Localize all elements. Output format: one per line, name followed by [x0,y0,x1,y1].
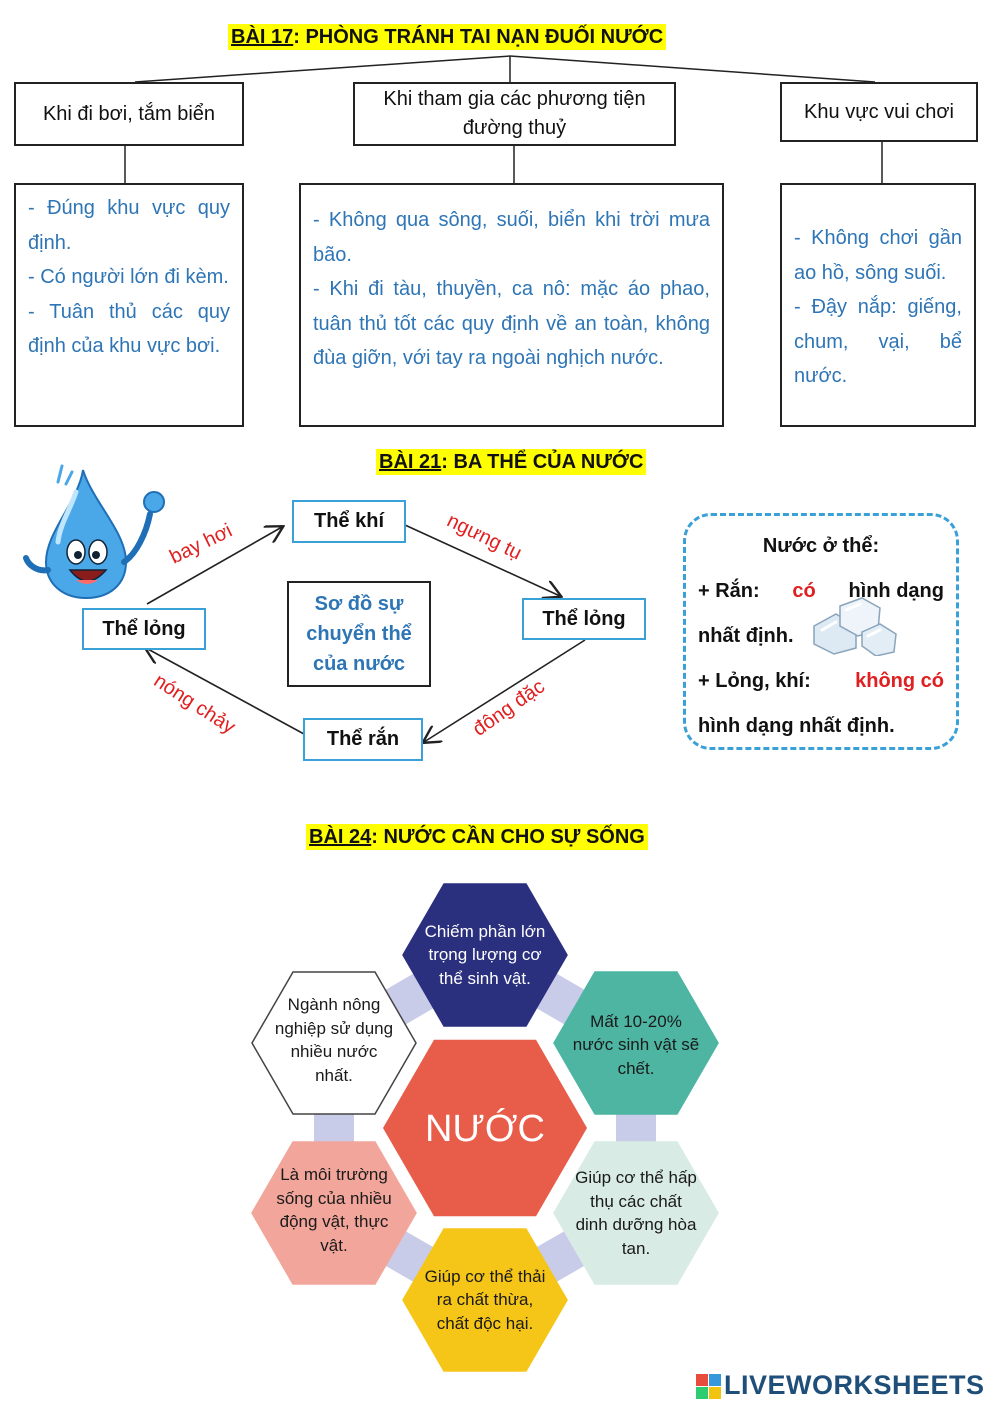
hexagon-text-4: Giúp cơ thể thải ra chất thừa, chất độc … [424,1266,546,1333]
details-play-area: - Không chơi gần ao hồ, sông suối. - Đậy… [780,183,976,427]
state-gas: Thể khí [292,500,406,543]
note-liquid-line2: hình dạng nhất định. [698,715,895,737]
water-hexagon-diagram: NƯỚC [251,883,719,1372]
hexagon-text-5: Là môi trường sống của nhiều động vật, t… [276,1165,392,1255]
hexagon-3 [553,1141,719,1285]
diagram-caption: Sơ đồ sự chuyển thể của nước [287,581,431,687]
liveworksheets-logo-icon [696,1374,721,1399]
note-liquid-line: + Lỏng, khí: không có [698,670,944,692]
category-play-area: Khu vực vui chơi [780,82,978,142]
lesson17-title: BÀI 17: PHÒNG TRÁNH TAI NẠN ĐUỐI NƯỚC [228,24,667,50]
hexagon-6 [251,971,417,1115]
lesson21-title: BÀI 21: BA THỂ CỦA NƯỚC [376,449,647,475]
lesson24-title: BÀI 24: NƯỚC CẦN CHO SỰ SỐNG [306,824,648,850]
state-liquid-left: Thể lỏng [82,608,206,650]
note-heading: Nước ở thể: [762,535,880,557]
category-swimming: Khi đi bơi, tắm biển [14,82,244,146]
hexagon-text-3: Giúp cơ thể hấp thụ các chất dinh dưỡng … [575,1168,697,1258]
hexagon-4 [402,1228,568,1372]
note-solid-line2: nhất định. [698,625,794,647]
liveworksheets-brand: LIVEWORKSHEETS [724,1370,985,1400]
center-hexagon [383,1039,587,1217]
state-liquid-right: Thể lỏng [522,598,646,640]
details-swimming: - Đúng khu vực quy định. - Có người lớn … [14,183,244,427]
hexagon-1 [402,883,568,1027]
note-solid-line: + Rắn: có hình dạng [698,580,944,602]
hexagon-text-2: Mất 10-20% nước sinh vật sẽ chết. [572,1011,700,1078]
state-solid: Thể rắn [303,718,423,761]
hexagon-text-6: Ngành nông nghiệp sử dụng nhiều nước nhấ… [274,995,394,1085]
water-drop-mascot-icon [23,464,165,600]
ice-cubes-icon [813,597,897,656]
center-label: NƯỚC [425,1107,545,1150]
details-waterway: - Không qua sông, suối, biển khi trời mư… [299,183,724,427]
hexagon-5 [251,1141,417,1285]
hexagon-2 [553,971,719,1115]
state-cycle-arrows [0,524,586,780]
states-note: Nước ở thể: + Rắn: có hình dạng nhất địn… [683,513,959,750]
lesson17-connector-lines [124,55,883,183]
hexagon-text-1: Chiếm phần lớn trọng lượng cơ thể sinh v… [424,921,546,988]
category-waterway: Khi tham gia các phương tiện đường thuỷ [353,82,676,146]
